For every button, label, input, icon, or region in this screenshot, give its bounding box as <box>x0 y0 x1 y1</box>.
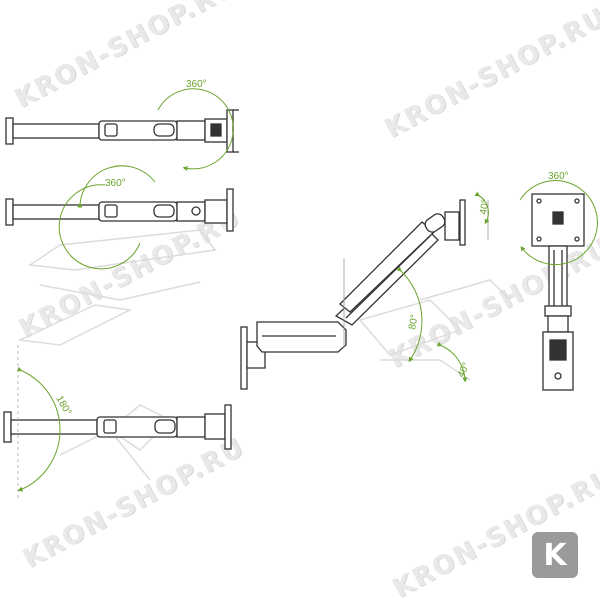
rotation-label-3: 180° <box>53 394 73 417</box>
top-view-2 <box>5 188 234 232</box>
tilt-arc-up <box>474 191 490 225</box>
rotation-arc-3 <box>16 366 61 492</box>
lift-label: 80° <box>407 314 420 331</box>
rotation-arc-2 <box>77 165 156 208</box>
rotation-arc-1 <box>157 88 234 171</box>
tilt-up-label: 40° <box>478 199 491 216</box>
brand-badge: K <box>532 532 578 578</box>
tilt-arc-down <box>436 341 468 383</box>
rotation-label-front: 360° <box>548 171 569 182</box>
front-view <box>531 193 585 391</box>
top-view-1 <box>5 109 239 153</box>
rotation-label-1: 360° <box>186 79 207 90</box>
rotation-label-2: 360° <box>105 178 126 189</box>
top-view-3 <box>3 404 232 450</box>
rotation-arc-2b <box>58 184 141 270</box>
ghost-arm-left <box>17 229 217 481</box>
side-view <box>240 199 466 390</box>
lift-arc <box>396 266 423 363</box>
tilt-down-label: 40° <box>456 361 472 379</box>
rotation-arc-front <box>519 180 598 266</box>
